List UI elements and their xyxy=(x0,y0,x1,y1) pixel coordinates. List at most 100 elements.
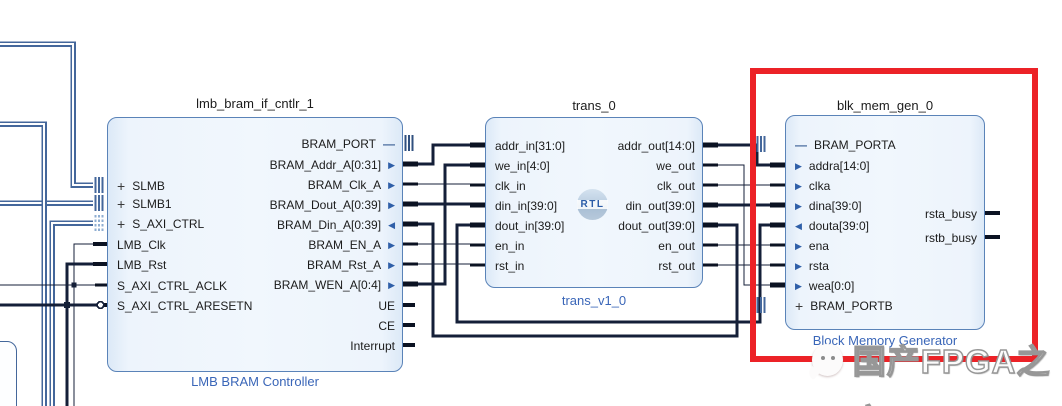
port-label: BRAM_Rst_A xyxy=(307,258,382,272)
port-output-arrow-icon: ◀ xyxy=(388,220,395,230)
port-row[interactable]: ▶ wea[0:0] xyxy=(786,278,984,294)
port-row[interactable]: addr_in[31:0] xyxy=(486,138,702,154)
block-title-bram: blk_mem_gen_0 xyxy=(836,98,934,113)
port-input-arrow-icon: ▶ xyxy=(795,181,802,191)
block-subtitle-trans: trans_v1_0 xyxy=(561,293,627,308)
port-row[interactable]: BRAM_Clk_A▶ xyxy=(108,177,402,193)
port-row[interactable]: we_out xyxy=(486,158,702,174)
port-input-arrow-icon: ▶ xyxy=(388,160,395,170)
port-row[interactable]: BRAM_WEN_A[0:4] ▶ xyxy=(108,277,402,293)
port-label: BRAM_Din_A[0:39] xyxy=(277,218,382,232)
block-subtitle-bram: Block Memory Generator xyxy=(812,333,958,348)
port-row[interactable]: rstb_busy xyxy=(786,230,984,246)
net-junctions xyxy=(64,282,105,310)
port-row[interactable]: ▶ ena xyxy=(786,238,984,254)
port-input-arrow-icon: ▶ xyxy=(795,281,802,291)
port-row[interactable]: en_out xyxy=(486,238,702,254)
port-row[interactable]: we_in[4:0] xyxy=(486,158,702,174)
port-row[interactable]: ▶ clka xyxy=(786,178,984,194)
port-input-arrow-icon: ▶ xyxy=(388,200,395,210)
bram-left-ports: —BRAM_PORTA▶addra[14:0]▶clka▶dina[39:0]◀… xyxy=(786,116,984,329)
expand-icon: + xyxy=(117,196,126,212)
port-row[interactable]: BRAM_PORT— xyxy=(108,136,402,152)
inversion-bubble xyxy=(96,300,105,310)
selection-highlight-box xyxy=(750,68,1038,362)
port-label: BRAM_PORT xyxy=(301,137,376,151)
port-label: CE xyxy=(378,319,395,333)
port-label: clka xyxy=(808,179,831,193)
port-row[interactable]: ▶addra[14:0] xyxy=(786,158,984,174)
watermark-text: 国产FPGA之家 xyxy=(852,342,1051,406)
port-row[interactable]: ▶dina[39:0] xyxy=(786,198,984,214)
port-row[interactable]: CE xyxy=(108,318,402,334)
port-row[interactable]: BRAM_Dout_A[0:39] ▶ xyxy=(108,197,402,213)
expand-icon: + xyxy=(117,216,126,232)
port-input-arrow-icon: ▶ xyxy=(388,180,395,190)
port-row[interactable]: clk_in xyxy=(486,178,702,194)
port-row[interactable]: clk_out xyxy=(486,178,702,194)
port-label: S_AXI_CTRL xyxy=(132,217,205,231)
port-row[interactable]: BRAM_Din_A[0:39] ◀ xyxy=(108,217,402,233)
port-label: SLMB1 xyxy=(132,197,172,211)
port-label: S_AXI_CTRL_ARESETN xyxy=(117,299,253,313)
expand-icon: + xyxy=(795,298,804,314)
port-label: BRAM_WEN_A[0:4] xyxy=(273,278,382,292)
port-row[interactable]: ▶rsta xyxy=(786,258,984,274)
port-row[interactable]: + S_AXI_CTRL xyxy=(108,216,402,232)
port-label: BRAM_EN_A xyxy=(308,238,382,252)
port-label: din_out[39:0] xyxy=(625,199,695,213)
ip-block-bram[interactable]: —BRAM_PORTA▶addra[14:0]▶clka▶dina[39:0]◀… xyxy=(785,115,985,330)
port-label: rst_out xyxy=(658,259,695,273)
bram-right-ports: rsta_busy rstb_busy xyxy=(786,116,984,329)
port-row[interactable]: rsta_busy xyxy=(786,206,984,222)
port-label: Interrupt xyxy=(350,339,395,353)
port-label: LMB_Rst xyxy=(117,258,167,272)
port-input-arrow-icon: ▶ xyxy=(388,280,395,290)
controller-right-ports: BRAM_PORT— BRAM_Addr_A[0:31]▶ BRAM_Clk_A▶ B… xyxy=(108,118,402,371)
port-row[interactable]: S_AXI_CTRL_ARESETN xyxy=(108,298,402,314)
port-row[interactable]: dout_out[39:0] xyxy=(486,218,702,234)
port-row[interactable]: din_in[39:0] xyxy=(486,198,702,214)
port-row[interactable]: + SLMB1 xyxy=(108,196,402,212)
port-label: addr_in[31:0] xyxy=(495,139,566,153)
port-row[interactable]: BRAM_Addr_A[0:31]▶ xyxy=(108,157,402,173)
port-label: addr_out[14:0] xyxy=(617,139,695,153)
port-row[interactable]: UE xyxy=(108,298,402,314)
partial-ip-block[interactable] xyxy=(0,341,17,406)
port-row[interactable]: addr_out[14:0] xyxy=(486,138,702,154)
port-label: douta[39:0] xyxy=(808,219,869,233)
port-label: din_in[39:0] xyxy=(495,199,558,213)
port-row[interactable]: + BRAM_PORTB xyxy=(786,298,984,314)
port-label: BRAM_Dout_A[0:39] xyxy=(269,198,382,212)
port-input-arrow-icon: ▶ xyxy=(795,201,802,211)
port-row[interactable]: ◀douta[39:0] xyxy=(786,218,984,234)
port-label: LMB_Clk xyxy=(117,238,166,252)
port-row[interactable]: S_AXI_CTRL_ACLK xyxy=(108,278,402,294)
port-row[interactable]: din_out[39:0] xyxy=(486,198,702,214)
block-title-controller: lmb_bram_if_cntlr_1 xyxy=(196,96,314,111)
port-input-arrow-icon: ▶ xyxy=(795,241,802,251)
port-row[interactable]: Interrupt xyxy=(108,338,402,354)
port-row[interactable]: LMB_Rst xyxy=(108,257,402,273)
port-label: wea[0:0] xyxy=(808,279,855,293)
port-row[interactable]: +SLMB xyxy=(108,178,402,194)
port-label: ena xyxy=(808,239,829,253)
port-row[interactable]: BRAM_EN_A ▶ xyxy=(108,237,402,253)
net-wen-to-we xyxy=(418,163,470,286)
port-row[interactable]: LMB_Clk xyxy=(108,237,402,253)
rtl-module-icon: RTL xyxy=(577,189,608,220)
watermark-logo-icon xyxy=(805,344,843,381)
port-label: clk_out xyxy=(656,179,695,193)
port-row[interactable]: —BRAM_PORTA xyxy=(786,137,984,153)
port-label: addra[14:0] xyxy=(808,159,870,173)
port-input-arrow-icon: ▶ xyxy=(388,240,395,250)
port-row[interactable]: rst_out xyxy=(486,258,702,274)
port-label: rsta_busy xyxy=(924,207,977,221)
port-label: BRAM_PORTB xyxy=(810,299,893,313)
port-row[interactable]: BRAM_Rst_A▶ xyxy=(108,257,402,273)
expand-icon: + xyxy=(117,178,126,194)
port-label: rstb_busy xyxy=(924,231,977,245)
